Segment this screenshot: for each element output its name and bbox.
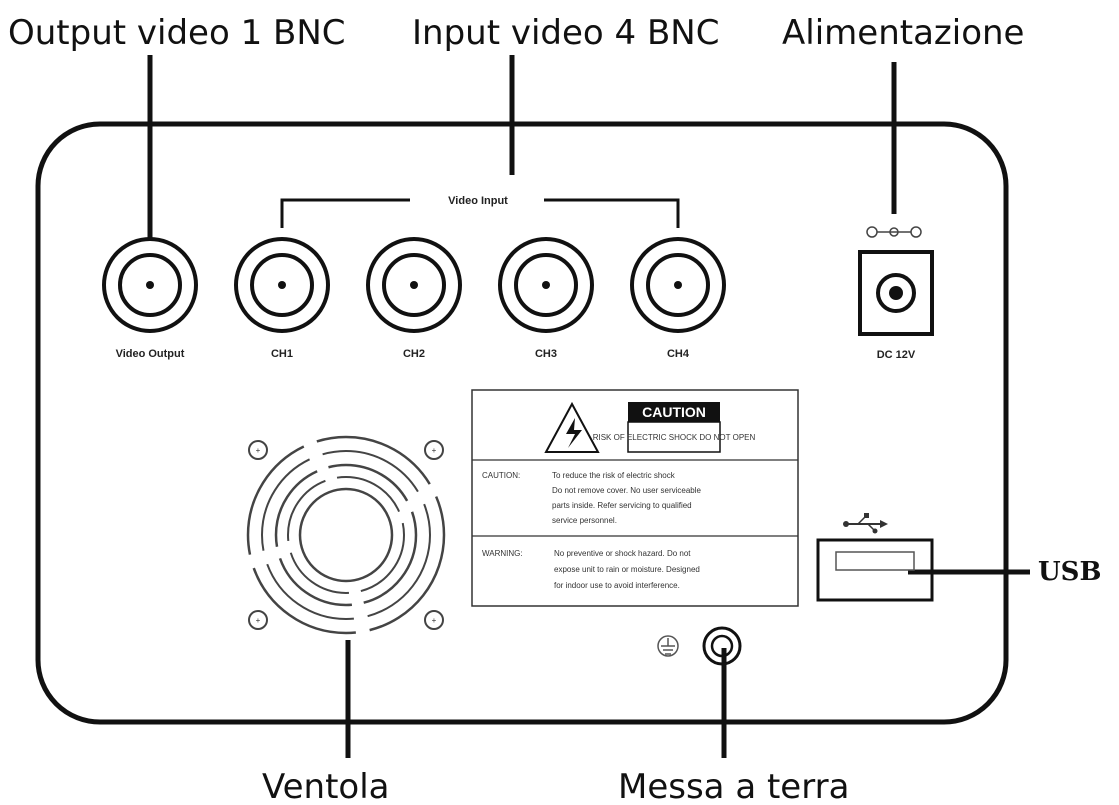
callout-input-video: Input video 4 BNC	[412, 13, 719, 53]
caution-subtitle: RISK OF ELECTRIC SHOCK DO NOT OPEN	[593, 433, 756, 442]
warning-line-2: expose unit to rain or moisture. Designe…	[554, 565, 700, 574]
warning-prefix: WARNING:	[482, 549, 523, 558]
ground-terminal	[702, 626, 742, 666]
bnc-video-output	[102, 237, 198, 333]
ground-symbol-icon	[657, 635, 679, 657]
usb-port	[816, 538, 934, 602]
warning-line-3: for indoor use to avoid interference.	[554, 581, 680, 590]
bnc-ch2	[366, 237, 462, 333]
svg-text:+: +	[432, 446, 437, 455]
lightning-icon	[566, 418, 582, 448]
ch4-label: CH4	[667, 348, 690, 360]
svg-text:+: +	[432, 616, 437, 625]
callout-output-video: Output video 1 BNC	[8, 13, 346, 53]
caution-line-2: Do not remove cover. No user serviceable	[552, 486, 702, 495]
svg-text:+: +	[256, 616, 261, 625]
bnc-ch1	[234, 237, 330, 333]
caution-line-4: service personnel.	[552, 516, 617, 525]
ch3-label: CH3	[535, 348, 557, 360]
device-rear-panel	[35, 121, 1009, 725]
dc-label: DC 12V	[877, 349, 916, 361]
bnc-ch3	[498, 237, 594, 333]
fan-grille: + + + +	[246, 435, 446, 635]
callout-ground: Messa a terra	[618, 767, 849, 805]
ch2-label: CH2	[403, 348, 425, 360]
warning-line-1: No preventive or shock hazard. Do not	[554, 549, 691, 558]
video-input-group-label: Video Input	[448, 195, 508, 207]
caution-line-3: parts inside. Refer servicing to qualifi…	[552, 501, 692, 510]
callout-power: Alimentazione	[782, 13, 1024, 53]
ch1-label: CH1	[271, 348, 293, 360]
video-input-bracket	[280, 198, 680, 228]
callout-fan: Ventola	[262, 767, 390, 805]
caution-prefix: CAUTION:	[482, 471, 520, 480]
dc-polarity-icon	[866, 226, 922, 238]
caution-label: CAUTION RISK OF ELECTRIC SHOCK DO NOT OP…	[471, 389, 799, 607]
bnc-ch4	[630, 237, 726, 333]
svg-text:+: +	[256, 446, 261, 455]
video-output-label: Video Output	[116, 348, 185, 360]
usb-icon	[843, 513, 888, 534]
warning-triangle-icon	[544, 401, 600, 453]
callout-usb: USB	[1038, 557, 1101, 587]
caution-title: CAUTION	[642, 404, 706, 420]
dc-power-jack	[858, 250, 934, 336]
caution-line-1: To reduce the risk of electric shock	[552, 471, 676, 480]
